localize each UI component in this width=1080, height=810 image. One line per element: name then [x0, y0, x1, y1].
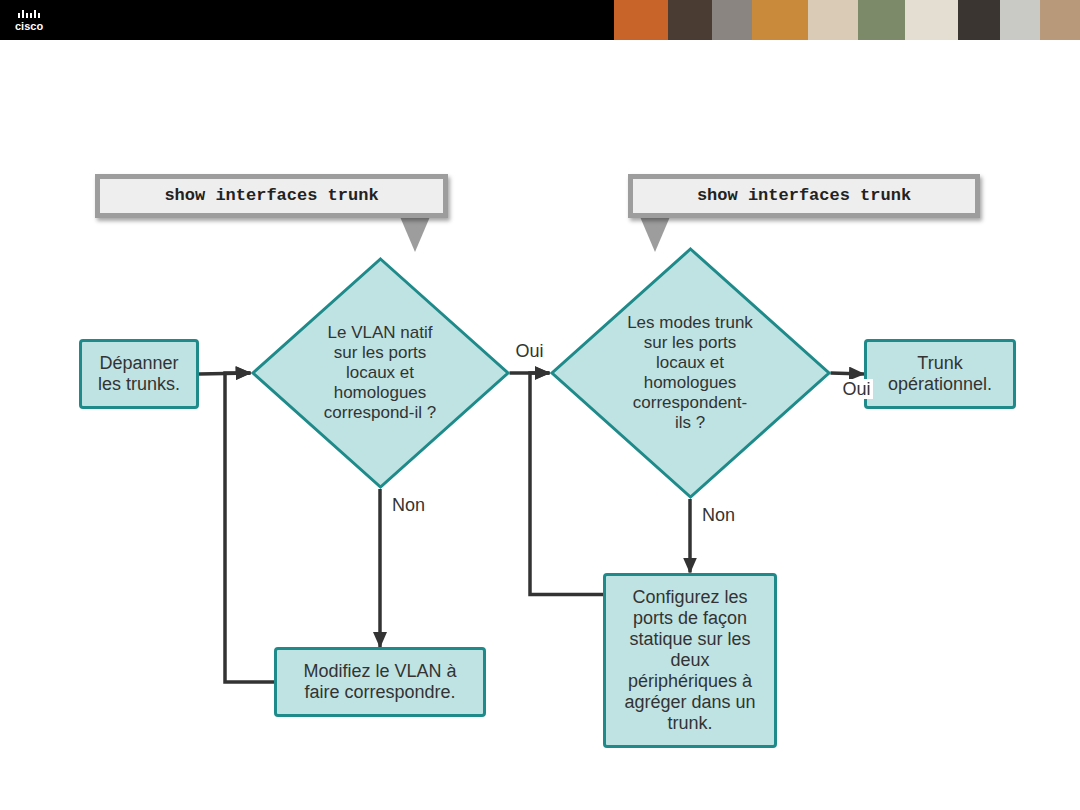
node-text: Trunk opérationnel. — [877, 353, 1003, 395]
logo-text: cisco — [15, 20, 43, 32]
node-text: Configurez les ports de façon statique s… — [616, 587, 764, 734]
text-group: Trunk opérationnel. — [877, 353, 1003, 395]
callout-tail — [398, 212, 432, 252]
decision-diamond: Les modes trunk sur les ports locaux et … — [550, 247, 831, 499]
logo-bar — [26, 13, 28, 18]
text-group: Configurez les ports de façon statique s… — [616, 587, 764, 734]
photo — [752, 0, 808, 40]
branch-label: Non — [700, 505, 737, 525]
process-box: Modifiez le VLAN à faire correspondre. — [274, 647, 486, 717]
photo — [614, 0, 668, 40]
text-group: show interfaces trunk — [164, 186, 378, 206]
photo — [712, 0, 752, 40]
flow-arrow — [378, 489, 382, 647]
command-callout: show interfaces trunk — [628, 174, 980, 218]
diamond-shape — [552, 249, 829, 497]
header-band — [0, 0, 614, 40]
branch-label: Non — [390, 495, 427, 515]
flow-arrow — [831, 373, 865, 374]
logo-bar — [38, 13, 40, 18]
process-box: Configurez les ports de façon statique s… — [603, 573, 777, 748]
flow-arrow — [688, 499, 692, 573]
process-box: Dépanner les trunks. — [79, 339, 199, 409]
text-group: Les modes trunk sur les ports locaux et … — [627, 313, 753, 433]
text-group: Modifiez le VLAN à faire correspondre. — [287, 661, 473, 703]
node-text: Le VLAN natif sur les ports locaux et ho… — [317, 323, 443, 423]
photo — [668, 0, 712, 40]
text-group: Dépanner les trunks. — [92, 353, 186, 395]
diamond-shape — [253, 259, 508, 487]
photo — [1000, 0, 1040, 40]
text-group: Le VLAN natif sur les ports locaux et ho… — [317, 323, 443, 423]
flow-arrow — [225, 373, 274, 682]
node-text: show interfaces trunk — [697, 186, 911, 206]
branch-label: Oui — [841, 379, 873, 399]
photo — [808, 0, 858, 40]
logo-bar — [34, 10, 36, 18]
logo-bar — [22, 10, 24, 18]
logo-bar — [18, 13, 20, 18]
command-callout: show interfaces trunk — [95, 174, 448, 218]
process-box: Trunk opérationnel. — [864, 339, 1016, 409]
photo — [905, 0, 958, 40]
node-text: Les modes trunk sur les ports locaux et … — [627, 313, 753, 433]
node-text: Modifiez le VLAN à faire correspondre. — [287, 661, 473, 703]
header-photos — [614, 0, 1080, 40]
text-group: show interfaces trunk — [697, 186, 911, 206]
callout-tail — [638, 212, 672, 252]
photo — [1040, 0, 1080, 40]
branch-label: Oui — [513, 341, 545, 361]
logo-bar — [30, 13, 32, 18]
node-text: show interfaces trunk — [164, 186, 378, 206]
node-text: Dépanner les trunks. — [92, 353, 186, 395]
photo — [858, 0, 905, 40]
decision-diamond: Le VLAN natif sur les ports locaux et ho… — [251, 257, 510, 489]
logo-bars — [18, 10, 40, 18]
photo — [958, 0, 1000, 40]
